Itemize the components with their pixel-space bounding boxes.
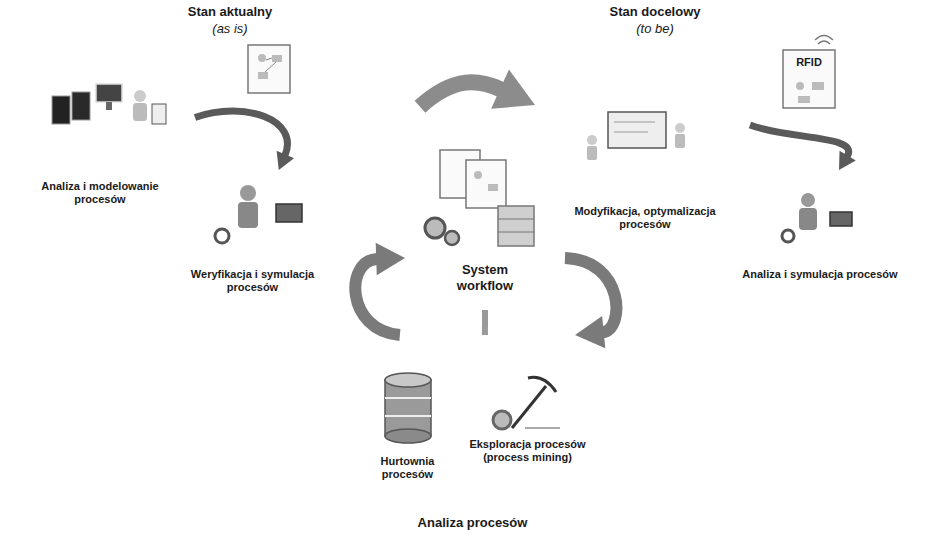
platform-shape — [0, 0, 420, 305]
node-label: Modyfikacja, optymalizacja procesów — [565, 205, 725, 231]
arrow-shaft — [420, 82, 501, 106]
node-label: Eksploracja procesów (process mining) — [457, 438, 598, 464]
node-label: Stan aktualny — [140, 4, 320, 20]
arrow-head — [277, 151, 294, 170]
robot-figure — [215, 185, 302, 243]
warehouse-node: Hurtownia procesów — [355, 365, 460, 490]
flow-arrow — [750, 125, 856, 170]
node-label: Analiza procesów — [390, 515, 555, 531]
pickaxe-gear — [493, 377, 560, 429]
flow-arrow — [195, 111, 294, 170]
node-label: Analiza i modelowanie procesów — [20, 180, 180, 206]
process-document — [248, 45, 290, 93]
node-label: Weryfikacja i symulacja procesów — [175, 268, 330, 294]
node-label: Analiza i symulacja procesów — [740, 268, 900, 281]
workflow-icons — [425, 150, 534, 246]
arrow-head — [376, 243, 405, 275]
platform-shape — [340, 335, 605, 538]
workshop-icons — [587, 112, 685, 160]
mining-node: Eksploracja procesów (process mining) — [455, 370, 601, 485]
platform-shape — [5, 65, 195, 215]
tag-label: RFID — [785, 56, 833, 69]
flow-arrow — [420, 69, 535, 108]
node-label: Hurtownia procesów — [360, 455, 455, 481]
process-platform: Modyfikacja, optymalizacja procesów — [545, 85, 750, 245]
analysis-platform: Analiza procesów Hurtownia procesówEksplo… — [340, 335, 605, 538]
node-subtitle: (as is) — [140, 21, 320, 37]
system-platform: System workflow — [405, 180, 565, 310]
flow-arrow — [484, 310, 485, 335]
flow-arrow — [355, 243, 405, 335]
flow-arrow — [565, 258, 616, 348]
node-subtitle: (to be) — [580, 21, 730, 37]
rfid-document — [783, 36, 835, 109]
database-cylinder — [385, 373, 431, 443]
arrow-head — [575, 316, 605, 348]
process-platform: Weryfikacja i symulacja procesów — [165, 170, 340, 302]
process-platform: Analiza i modelowanie procesów — [5, 65, 195, 215]
platform-shape — [535, 0, 943, 300]
process-platform: Analiza i symulacja procesów — [725, 170, 915, 298]
arrow-shaft — [482, 310, 488, 335]
robot-figure — [782, 193, 852, 242]
office-icons — [52, 84, 166, 124]
arrow-shaft — [195, 111, 287, 155]
arrow-shaft — [750, 125, 849, 156]
state-platform: Stan aktualny(as is) Analiza i modelowani… — [0, 0, 420, 305]
arrow-shaft — [565, 258, 616, 332]
arrow-head — [491, 69, 535, 108]
state-platform: Stan docelowy(to be) Modyfikacja, optymal… — [535, 0, 943, 300]
node-label: System workflow — [445, 262, 525, 293]
node-label: Stan docelowy — [580, 4, 730, 20]
arrow-head — [839, 151, 856, 170]
